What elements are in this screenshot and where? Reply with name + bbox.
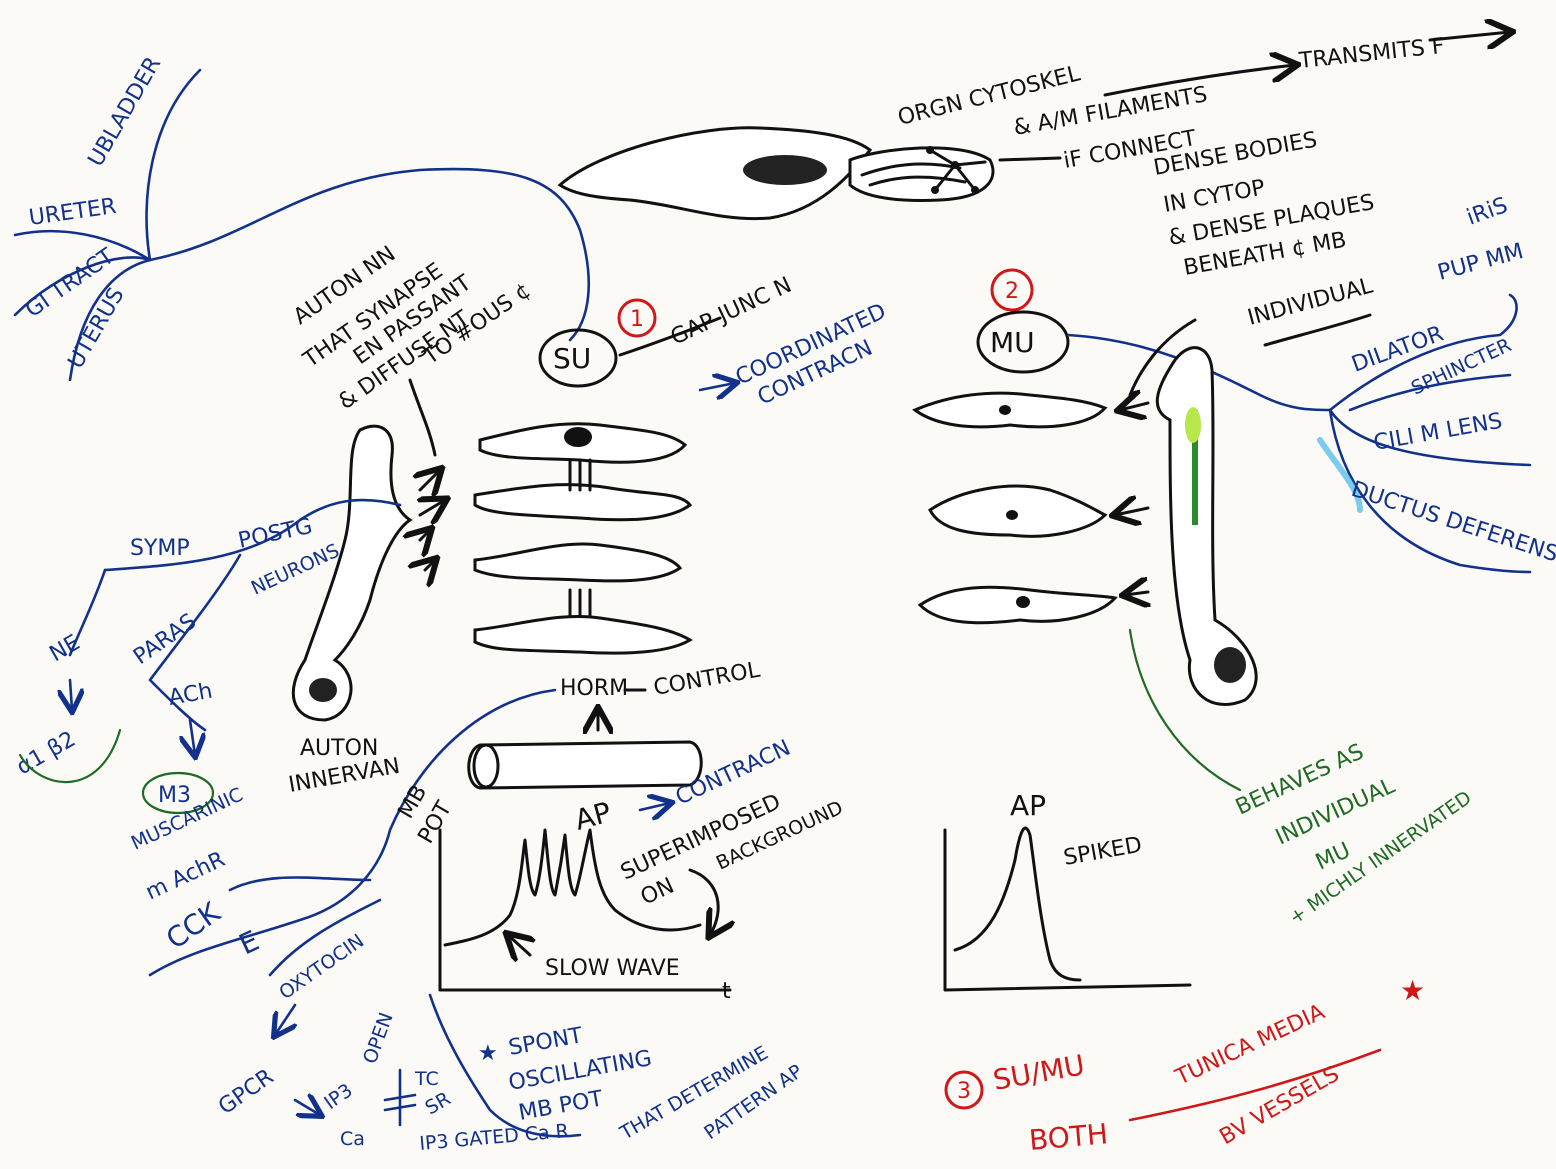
label-spont: SPONT bbox=[507, 1023, 585, 1061]
hormonal-branch: HORM CONTROL CCK E OXYTOCIN GPCR IP3 OPE… bbox=[150, 658, 763, 1155]
su-number: 1 bbox=[630, 307, 644, 332]
su-graph: MB POT AP CONTRACN SUPERIMPOSED ON BACKG… bbox=[394, 710, 847, 1145]
label-ca: Ca bbox=[340, 1128, 365, 1150]
su-label: SU bbox=[553, 342, 591, 375]
top-left-organ-branch: UBLADDER URETER GI TRACT UTERUS bbox=[15, 53, 589, 380]
su-ap-label: AP bbox=[571, 796, 614, 837]
label-oxytocin: OXYTOCIN bbox=[275, 930, 368, 1004]
su-t-axis: t bbox=[722, 979, 731, 1004]
label-iris: iRiS bbox=[1464, 193, 1512, 231]
label-gap-junction: GAP JUNC N bbox=[667, 273, 796, 351]
cytoskeleton-notes: ORGN CYTOSKEL & A/M FILAMENTS TRANSMITS … bbox=[895, 32, 1510, 281]
nucleus-icon bbox=[743, 155, 827, 185]
mu-ap-trace bbox=[955, 828, 1080, 980]
star-icon: ★ bbox=[478, 1041, 498, 1066]
label-symp: SYMP bbox=[130, 536, 190, 561]
label-horm: HORM bbox=[560, 676, 628, 701]
label-individual: INDIVIDUAL bbox=[1245, 273, 1376, 331]
both-section: 3 SU/MU BOTH TUNICA MEDIA ★ BV VESSELS bbox=[946, 974, 1425, 1157]
both-both: BOTH bbox=[1028, 1117, 1109, 1157]
label-gpcr: GPCR bbox=[214, 1064, 278, 1119]
label-uterus: UTERUS bbox=[64, 284, 130, 373]
label-e: E bbox=[234, 924, 264, 961]
mu-spiked-label: SPIKED bbox=[1062, 833, 1144, 871]
label-machr: m AchR bbox=[142, 847, 229, 905]
label-pup-mm: PUP MM bbox=[1435, 239, 1526, 286]
smooth-muscle-cell-top bbox=[560, 128, 993, 219]
label-ach: ACh bbox=[167, 679, 215, 711]
su-on: ON bbox=[637, 874, 678, 911]
label-cili-lens: CILI M LENS bbox=[1372, 409, 1505, 456]
label-ductus-deferens: DUCTUS DEFERENS bbox=[1348, 477, 1556, 567]
both-bv-vessels: BV VESSELS bbox=[1216, 1062, 1344, 1150]
label-ureter: URETER bbox=[27, 194, 118, 231]
label-tc: TC bbox=[414, 1068, 439, 1090]
mu-number: 2 bbox=[1005, 279, 1019, 304]
mu-label: MU bbox=[990, 326, 1035, 359]
label-alpha-beta: α1 β2 bbox=[13, 727, 81, 780]
single-unit-section: 1 SU GAP JUNC N COORDINATED CONTRACN AUT… bbox=[289, 242, 890, 720]
mu-graph: AP SPIKED bbox=[945, 789, 1190, 990]
label-ip3-gated: IP3 GATED Ca R bbox=[419, 1120, 570, 1155]
star-red-icon: ★ bbox=[1400, 974, 1425, 1007]
label-ip3: IP3 bbox=[320, 1079, 357, 1114]
label-transmits-f: TRANSMITS F bbox=[1297, 34, 1446, 74]
label-control: CONTROL bbox=[652, 658, 763, 701]
label-postg: POSTG bbox=[236, 514, 315, 554]
su-slow-wave: SLOW WAVE bbox=[545, 956, 680, 981]
both-number: 3 bbox=[957, 1079, 971, 1104]
label-auton-innerv: AUTON bbox=[300, 736, 378, 761]
both-label: SU/MU bbox=[990, 1048, 1087, 1097]
mu-ap-label: AP bbox=[1010, 789, 1046, 822]
label-open: OPEN bbox=[359, 1010, 398, 1067]
label-sr: SR bbox=[422, 1088, 455, 1120]
label-m3: M3 bbox=[158, 783, 191, 808]
